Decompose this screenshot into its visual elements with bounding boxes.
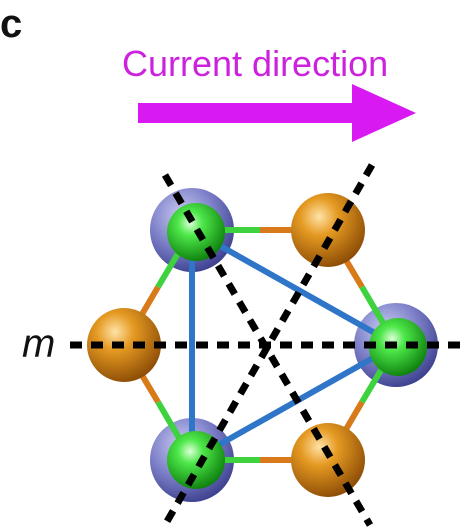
current-direction-arrow (138, 84, 416, 142)
orange-atom-bottom-right (291, 423, 365, 497)
orange-atom-top-right (291, 193, 365, 267)
green-atom-right (369, 318, 427, 376)
